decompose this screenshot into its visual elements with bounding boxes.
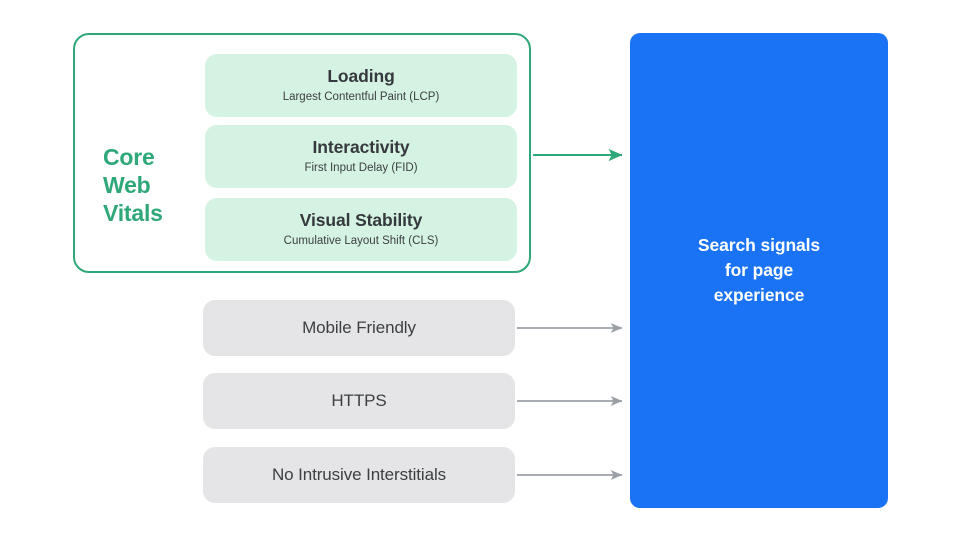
search-signals-text: Search signals for page experience [697,235,821,305]
vital-card-subtitle: Cumulative Layout Shift (CLS) [283,234,439,247]
core-web-vitals-label: Core Web Vitals [103,143,213,227]
signal-box-label: No Intrusive Interstitials [271,465,447,484]
vital-card-title: Loading [327,66,395,87]
vital-card-loading[interactable]: Loading Largest Contentful Paint (LCP) [205,54,517,117]
vital-card-visual-stability[interactable]: Visual Stability Cumulative Layout Shift… [205,198,517,261]
signal-box-label: HTTPS [331,391,387,410]
signal-box-label: Mobile Friendly [302,318,416,337]
signal-box-no-intrusive-interstitials[interactable]: No Intrusive Interstitials [203,447,515,503]
vital-card-title: Interactivity [312,137,410,158]
signal-box-mobile-friendly[interactable]: Mobile Friendly [203,300,515,356]
signal-box-https[interactable]: HTTPS [203,373,515,429]
search-signals-panel: Search signals for page experience [630,33,888,508]
core-web-vitals-label-line-3: Vitals [103,200,163,227]
vital-card-subtitle: First Input Delay (FID) [304,161,418,174]
core-web-vitals-group: Core Web Vitals Loading Largest Contentf… [73,33,531,273]
vital-card-interactivity[interactable]: Interactivity First Input Delay (FID) [205,125,517,188]
vital-card-title: Visual Stability [299,210,423,231]
core-web-vitals-label-line-2: Web [103,172,151,199]
core-web-vitals-label-line-1: Core [103,144,155,170]
vital-card-subtitle: Largest Contentful Paint (LCP) [282,90,440,103]
